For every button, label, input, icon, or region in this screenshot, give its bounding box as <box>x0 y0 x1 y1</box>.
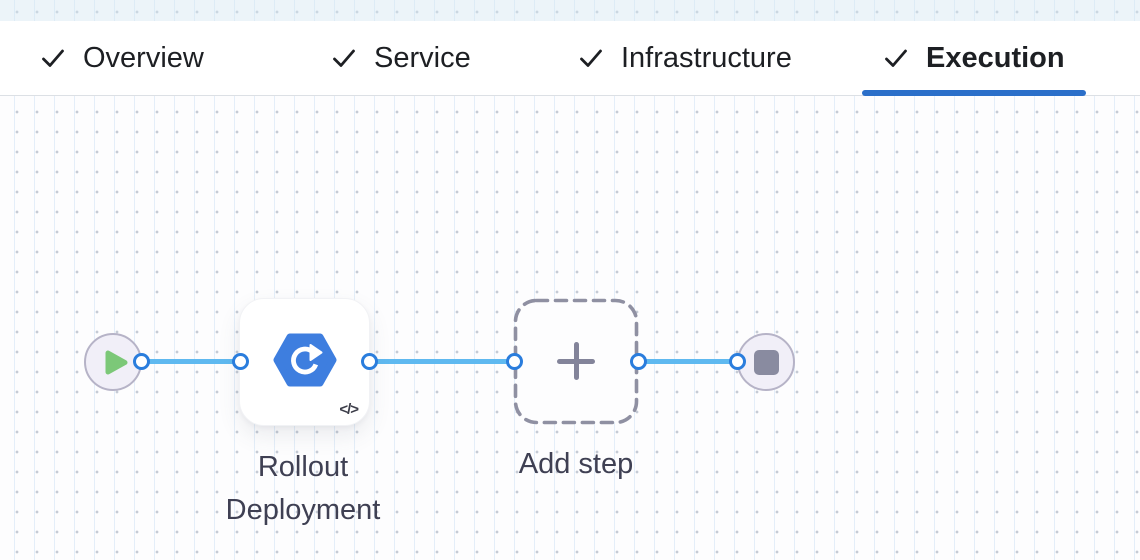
k8s-rollout-hexagon-icon <box>273 332 337 388</box>
port-rollout-in[interactable] <box>231 353 249 370</box>
tab-infrastructure[interactable]: Infrastructure <box>557 21 813 95</box>
stop-icon <box>753 349 779 375</box>
check-icon <box>883 45 909 71</box>
canvas-top-strip <box>0 0 1140 21</box>
tab-service[interactable]: Service <box>310 21 492 95</box>
edge-start-to-rollout <box>141 359 240 364</box>
tab-label: Service <box>374 41 471 74</box>
active-tab-underline <box>862 90 1086 96</box>
tab-label: Overview <box>83 41 204 74</box>
port-start-out[interactable] <box>132 353 150 370</box>
end-node[interactable] <box>737 333 795 391</box>
edge-addstep-to-end <box>638 359 737 364</box>
check-icon <box>331 45 357 71</box>
rollout-deployment-node[interactable]: </> <box>239 298 370 426</box>
add-step-label: Add step <box>518 448 634 480</box>
port-addstep-out[interactable] <box>629 353 647 370</box>
tab-label: Infrastructure <box>621 41 792 74</box>
play-icon <box>103 349 129 376</box>
add-step-node[interactable] <box>513 298 639 425</box>
edge-rollout-to-addstep <box>369 359 514 364</box>
port-rollout-out[interactable] <box>360 353 378 370</box>
check-icon <box>40 45 66 71</box>
tab-label: Execution <box>926 41 1065 74</box>
tab-overview[interactable]: Overview <box>19 21 225 95</box>
port-end-in[interactable] <box>728 353 746 370</box>
tab-execution[interactable]: Execution <box>862 21 1086 96</box>
check-icon <box>578 45 604 71</box>
port-addstep-in[interactable] <box>505 353 523 370</box>
stage-setup-tabbar: Overview Service Infrastructure Executio… <box>0 21 1140 96</box>
start-node[interactable] <box>84 333 142 391</box>
code-icon[interactable]: </> <box>339 401 359 418</box>
rollout-deployment-label: Rollout Deployment <box>225 451 381 526</box>
